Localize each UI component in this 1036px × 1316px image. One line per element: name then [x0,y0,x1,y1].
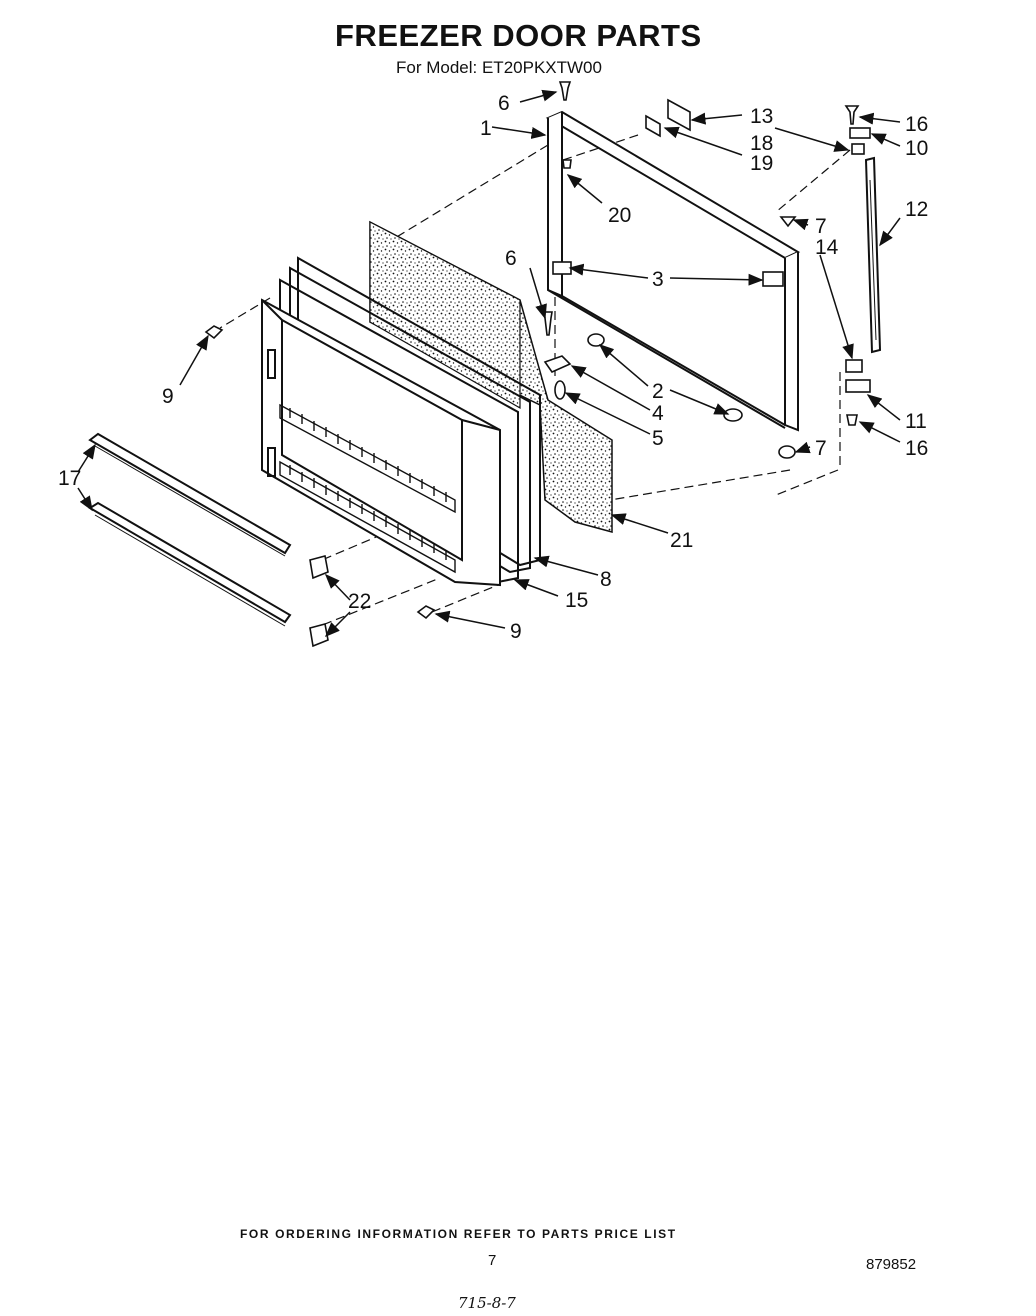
callout-6: 6 [498,92,510,115]
callout-20: 20 [608,204,631,227]
callout-21: 21 [670,529,693,552]
callout-15: 15 [565,589,588,612]
leader-lines [77,89,901,638]
callout-12: 12 [905,198,928,221]
callout-8: 8 [600,568,612,591]
liner-shelf-lower [279,460,456,574]
page-title: FREEZER DOOR PARTS [335,18,702,53]
callout-9: 9 [162,385,174,408]
exploded-parts-diagram: 6 1 13 18 19 16 10 20 12 7 14 6 3 2 4 5 … [58,81,928,648]
model-subtitle: For Model: ET20PKXTW00 [396,58,602,77]
callout-19: 19 [750,152,773,175]
hardware-parts [204,81,871,648]
page-number: 7 [488,1252,497,1269]
ordering-note: FOR ORDERING INFORMATION REFER TO PARTS … [240,1227,677,1241]
callout-18: 18 [750,132,773,155]
liner-shelf-upper [279,403,456,514]
callout-labels: 6 1 13 18 19 16 10 20 12 7 14 6 3 2 4 5 … [58,92,928,643]
callout-7: 7 [815,215,827,238]
callout-9: 9 [510,620,522,643]
callout-6: 6 [505,247,517,270]
callout-17: 17 [58,467,81,490]
callout-5: 5 [652,427,664,450]
callout-7: 7 [815,437,827,460]
handwritten-note: 715-8-7 [458,1294,516,1312]
callout-14: 14 [815,236,839,259]
assembly-lines [219,134,851,631]
trim-strips [88,432,292,627]
callout-2: 2 [652,380,664,403]
callout-22: 22 [348,590,371,613]
callout-11: 11 [905,410,927,433]
callout-16: 16 [905,437,928,460]
callout-1: 1 [480,117,492,140]
callout-3: 3 [652,268,664,291]
outer-door-frame [545,110,801,432]
handle-rod [864,156,882,354]
callout-16: 16 [905,113,928,136]
callout-13: 13 [750,105,773,128]
door-liner [261,298,501,587]
document-number: 879852 [866,1256,917,1273]
callout-4: 4 [652,402,664,425]
callout-10: 10 [905,137,928,160]
